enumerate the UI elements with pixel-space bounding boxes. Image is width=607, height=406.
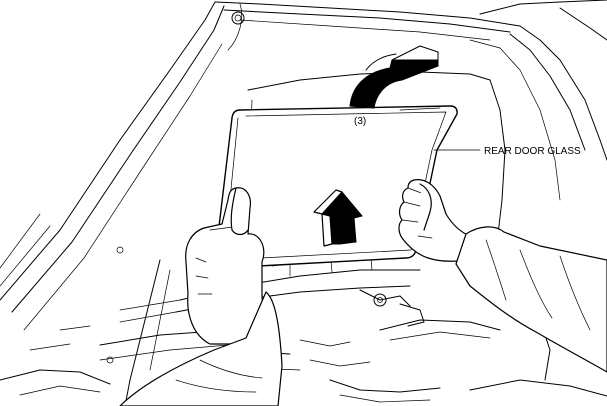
up-arrow-icon [313,189,363,247]
step-callout: (3) [354,116,366,127]
left-hand [185,187,265,345]
right-sleeve [455,226,607,373]
right-hand [398,179,485,262]
part-label-rear-door-glass: REAR DOOR GLASS [484,146,581,157]
rear-door-glass [214,105,458,269]
curved-arrow-icon [349,45,439,109]
door-frame [0,0,607,331]
